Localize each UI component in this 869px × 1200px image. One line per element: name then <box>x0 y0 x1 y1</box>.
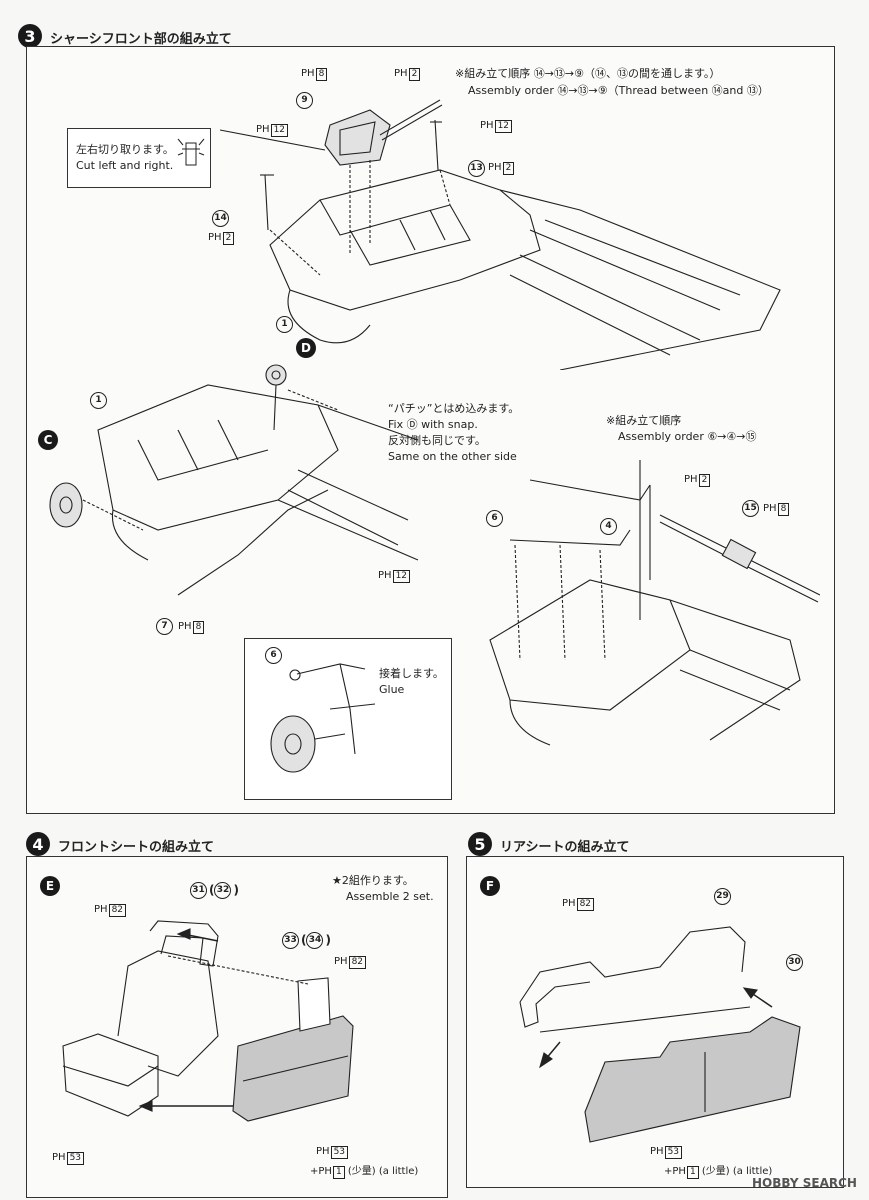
step4-number: 4 <box>26 832 50 856</box>
letter-f: F <box>480 876 500 896</box>
glue-callout: 6 接着します。 Glue <box>244 638 452 800</box>
part-1-upper: 1 <box>276 316 295 333</box>
front-seat-drawing <box>62 920 354 1122</box>
part-1-lower: 1 <box>90 392 109 409</box>
glue-note-ja: 接着します。 <box>379 667 444 680</box>
order2-ja: ※組み立て順序 <box>606 414 682 427</box>
watermark: HOBBY SEARCH <box>752 1176 857 1190</box>
part-30: 30 <box>786 954 805 971</box>
letter-d: D <box>296 338 316 358</box>
step5-number: 5 <box>468 832 492 856</box>
step4-note-ja: ★2組作ります。 <box>332 874 414 887</box>
step3-upper-drawing <box>219 99 781 370</box>
step4-title: フロントシートの組み立て <box>58 840 215 855</box>
part-29: 29 <box>714 888 733 905</box>
part-13: 13 <box>468 160 487 177</box>
cut-note-en: Cut left and right. <box>76 159 174 172</box>
part-9: 9 <box>296 92 315 109</box>
step3-order-note-en: Assembly order ⑭→⑬→⑨（Thread between ⑭and… <box>468 84 769 97</box>
snap-note-ja: “パチッ”とはめ込みます。 <box>388 402 520 415</box>
cut-note-ja: 左右切り取ります。 <box>76 143 174 156</box>
step5-title: リアシートの組み立て <box>500 840 630 855</box>
part-6-upper: 6 <box>486 510 505 527</box>
step4-note-en: Assemble 2 set. <box>346 890 434 903</box>
step3-order-note-ja: ※組み立て順序 ⑭→⑬→⑨（⑭、⑬の間を通します。） <box>455 67 721 80</box>
cut-icon <box>177 138 205 166</box>
letter-e: E <box>40 876 60 896</box>
cut-callout: 左右切り取ります。 Cut left and right. <box>67 128 211 188</box>
part-14: 14 <box>212 210 231 227</box>
glue-note-en: Glue <box>379 683 405 696</box>
part-7: 7 <box>156 618 175 635</box>
step5-panel <box>466 856 844 1188</box>
other-side-ja: 反対側も同じです。 <box>388 434 486 447</box>
step3-title: シャーシフロント部の組み立て <box>50 32 232 47</box>
letter-c: C <box>38 430 58 450</box>
part-33: 33(34) <box>282 932 331 949</box>
step3-number: 3 <box>18 24 42 48</box>
step3-lower-right-drawing <box>489 460 820 746</box>
rear-seat-drawing <box>519 926 801 1143</box>
part-6-glue: 6 <box>265 647 284 664</box>
glue-detail-drawing <box>270 663 376 773</box>
part-4: 4 <box>600 518 619 535</box>
order2-en: Assembly order ⑥→④→⑮ <box>618 430 757 443</box>
step4-panel <box>26 856 448 1198</box>
part-31: 31(32) <box>190 882 239 899</box>
snap-note-en: Fix Ⓓ with snap. <box>388 418 478 431</box>
other-side-en: Same on the other side <box>388 450 517 463</box>
part-15: 15 <box>742 500 761 517</box>
step3-lower-left-drawing <box>49 364 419 596</box>
